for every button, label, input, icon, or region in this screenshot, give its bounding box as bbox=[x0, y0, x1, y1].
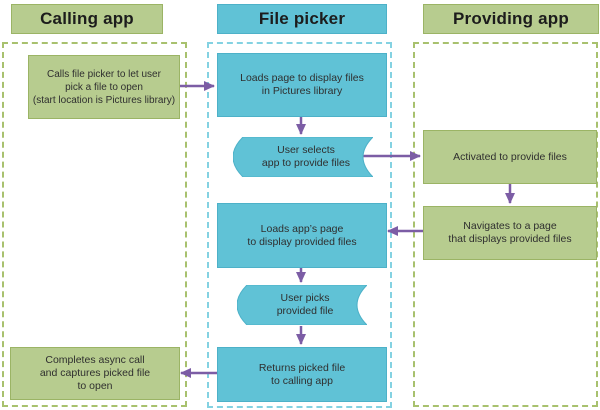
column-header-label: Calling app bbox=[40, 9, 134, 28]
node-completes-async-call: Completes async call and captures picked… bbox=[10, 347, 180, 400]
node-label: Calls file picker to let user pick a fil… bbox=[32, 68, 176, 106]
node-calls-file-picker: Calls file picker to let user pick a fil… bbox=[28, 55, 180, 119]
node-loads-page: Loads page to display files in Pictures … bbox=[217, 53, 387, 117]
node-label: Completes async call and captures picked… bbox=[39, 354, 151, 392]
node-label: Activated to provide files bbox=[453, 150, 567, 163]
node-navigates: Navigates to a page that displays provid… bbox=[423, 206, 597, 260]
column-header-calling-app: Calling app bbox=[11, 4, 163, 34]
stored-data-shape bbox=[237, 285, 367, 325]
column-header-label: File picker bbox=[258, 9, 346, 28]
stored-data-shape bbox=[233, 137, 373, 177]
lane-file-picker bbox=[207, 42, 392, 408]
lane-providing-app bbox=[413, 42, 598, 407]
node-label: User selects app to provide files bbox=[261, 144, 351, 169]
node-label: Loads app’s page to display provided fil… bbox=[247, 222, 357, 248]
node-label: Navigates to a page that displays provid… bbox=[448, 220, 572, 245]
node-label: Loads page to display files in Pictures … bbox=[240, 72, 364, 97]
node-returns-picked-file: Returns picked file to calling app bbox=[217, 347, 387, 402]
node-loads-apps-page: Loads app’s page to display provided fil… bbox=[217, 203, 387, 268]
lane-calling-app bbox=[2, 42, 187, 407]
node-user-selects-app: User selects app to provide files bbox=[233, 137, 373, 177]
column-header-file-picker: File picker bbox=[217, 4, 387, 34]
node-label: User picks provided file bbox=[276, 292, 334, 317]
node-user-picks-file: User picks provided file bbox=[237, 285, 367, 325]
column-header-providing-app: Providing app bbox=[423, 4, 599, 34]
column-header-label: Providing app bbox=[453, 9, 569, 28]
node-label: Returns picked file to calling app bbox=[258, 361, 346, 387]
node-activated: Activated to provide files bbox=[423, 130, 597, 184]
